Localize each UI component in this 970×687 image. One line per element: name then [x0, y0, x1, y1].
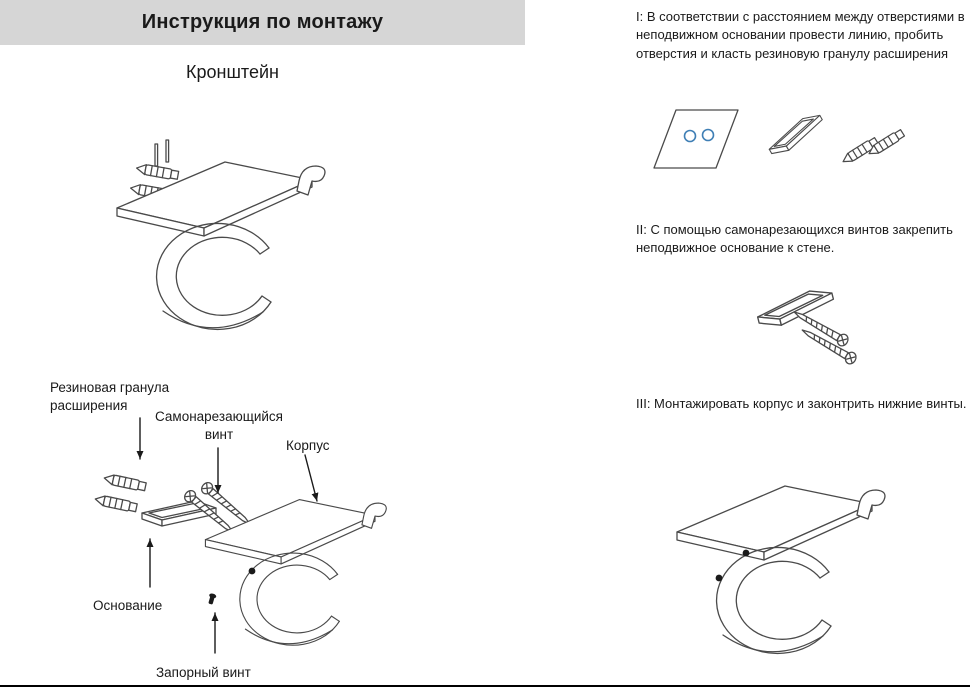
- step3-text: III: Монтажировать корпус и законтрить н…: [636, 396, 967, 411]
- page-header: Инструкция по монтажу: [0, 0, 525, 45]
- bracket-main-illustration: [116, 139, 326, 331]
- base-icon: [763, 109, 828, 160]
- label-lock-screw: Запорный винт: [156, 665, 251, 680]
- step3-illustration: [676, 485, 886, 655]
- label-base: Основание: [93, 598, 163, 613]
- lock-screw-icon: [208, 593, 217, 605]
- page-title: Инструкция по монтажу: [141, 11, 384, 33]
- bracket-body-icon: [204, 499, 387, 646]
- bracket-body-icon: [676, 485, 886, 655]
- label-body: Корпус: [286, 438, 330, 453]
- screw-dot-icon: [715, 574, 723, 582]
- step1-illustration: [653, 109, 906, 169]
- pin-icon: [154, 139, 170, 167]
- label-rubber-plug: Резиновая гранула расширения: [50, 380, 170, 413]
- exploded-diagram: [93, 417, 387, 654]
- screw-dot-icon: [742, 549, 750, 557]
- label-self-tapping-screw: Самонарезающийся винт: [155, 409, 283, 442]
- drill-hole-icon: [701, 128, 715, 142]
- wall-icon: [653, 109, 739, 169]
- drill-hole-icon: [683, 129, 697, 143]
- step1-text: I: В соответствии с расстоянием между от…: [636, 9, 965, 61]
- rubber-plug-icon: [93, 493, 139, 514]
- bracket-subtitle: Кронштейн: [186, 62, 279, 82]
- step2-illustration: [753, 285, 859, 367]
- rubber-plug-icon: [102, 472, 148, 493]
- arrow-body: [304, 454, 319, 502]
- callout-arrows: [136, 417, 319, 654]
- base-icon: [753, 285, 838, 331]
- step2-text: II: С помощью самонарезающихся винтов за…: [636, 222, 953, 256]
- screw-dot-icon: [248, 567, 256, 575]
